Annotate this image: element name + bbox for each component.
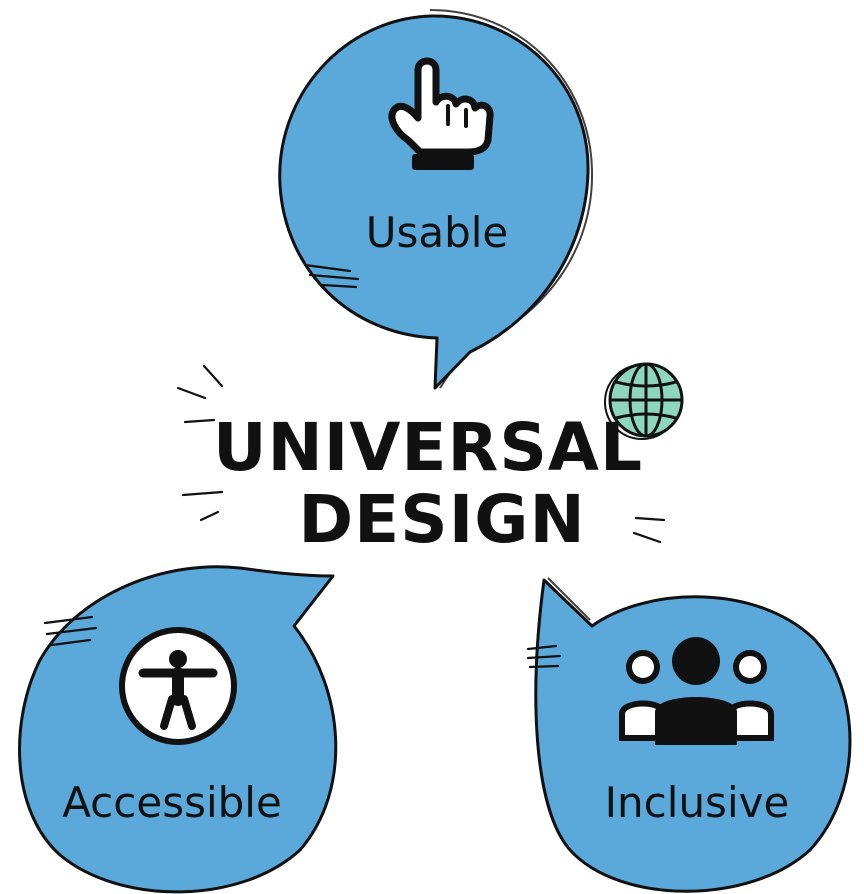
burst-lines xyxy=(176,364,666,544)
pointing-hand-icon xyxy=(388,57,494,170)
accessibility-icon xyxy=(119,627,237,745)
bubble-label-accessible: Accessible xyxy=(62,778,282,827)
group-people-icon xyxy=(619,637,774,745)
title-line-design: DESIGN xyxy=(298,481,585,558)
hatch-marks-usable xyxy=(303,263,360,289)
bubble-label-usable: Usable xyxy=(366,208,509,257)
hatch-marks-inclusive xyxy=(526,644,562,669)
hatch-marks-accessible xyxy=(43,615,98,647)
bubble-inclusive: Inclusive xyxy=(526,577,852,893)
bubble-usable: Usable xyxy=(278,9,594,390)
title-line-universal: UNIVERSAL xyxy=(213,409,643,486)
globe-icon xyxy=(604,362,684,440)
bubble-accessible: Accessible xyxy=(18,565,338,894)
bubble-label-inclusive: Inclusive xyxy=(605,778,790,827)
